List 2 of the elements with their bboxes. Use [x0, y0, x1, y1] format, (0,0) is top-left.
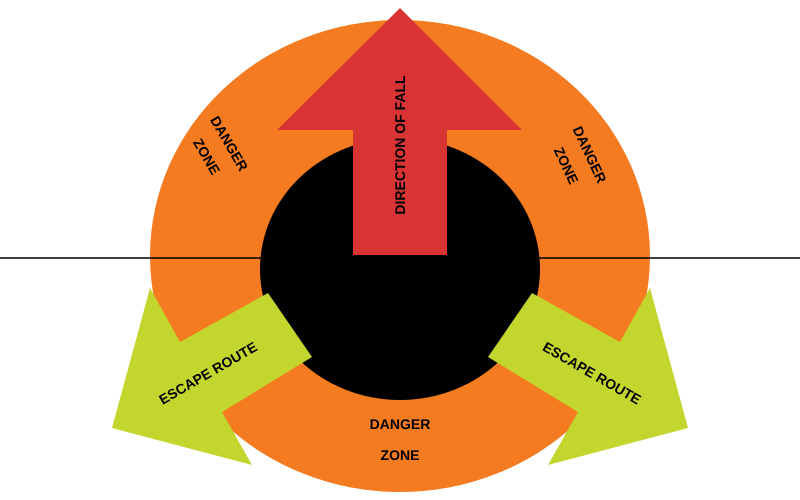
zone-label: DANGER ZONE — [368, 415, 432, 465]
arrow-label: DIRECTION OF FALL — [392, 74, 408, 217]
